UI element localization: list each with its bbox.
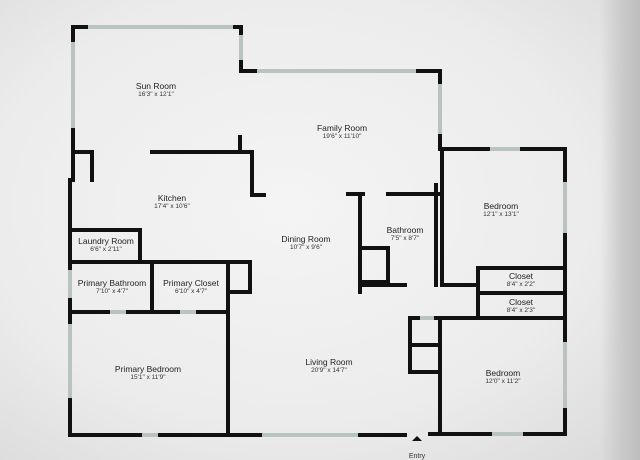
room-label-bathroom: Bathroom 7'5" x 8'7" [387,225,424,243]
room-name: Primary Bedroom [114,364,182,374]
room-label-primary-bathroom: Primary Bathroom 7'10" x 4'7" [78,278,147,296]
room-name: Bedroom [485,368,521,378]
wall-segment [150,150,254,165]
room-name: Bathroom [386,225,424,235]
room-name: Primary Closet [163,278,219,288]
wall-segment [71,150,94,182]
room-dimensions: 15'1" x 11'9" [130,374,166,381]
room-dimensions: 20'9" x 14'7" [311,367,347,374]
wall-segment [438,134,490,151]
entry-label: Entry [408,453,426,460]
wall-segment [230,260,252,294]
wall-segment [233,25,243,35]
room-dimensions: 6'6" x 2'11" [90,246,122,253]
room-name: Kitchen [157,193,187,203]
room-dimensions: 16'3" x 12'1" [138,91,174,98]
room-name: Sun Room [135,81,177,91]
photo-edge-shadow [600,0,640,460]
room-dimensions: 7'5" x 8'7" [390,235,420,242]
wall-segment [68,128,75,232]
room-dimensions: 12'0" x 11'2" [485,378,521,385]
wall-segment [358,246,390,284]
room-label-kitchen: Kitchen 17'4" x 10'6" [154,193,190,211]
room-name: Primary Bathroom [77,278,147,288]
room-name: Bedroom [483,201,519,211]
room-label-bedroom-1: Bedroom 12'1" x 13'1" [483,201,519,219]
room-label-primary-bedroom: Primary Bedroom 15'1" x 11'9" [115,364,181,382]
wall-segment [239,60,257,73]
room-dimensions: 12'1" x 13'1" [483,211,519,218]
room-dimensions: 19'6" x 11'10" [322,133,362,140]
room-dimensions: 8'4" x 2'2" [506,281,536,288]
wall-segment [416,69,442,84]
room-dimensions: 8'4" x 2'3" [506,307,536,314]
wall-segment [523,408,567,436]
wall-segment [520,147,567,182]
room-label-laundry-room: Laundry Room 6'6" x 2'11" [78,236,134,254]
wall-segment [68,398,142,437]
wall-segment [408,316,442,374]
room-dimensions: 10'7" x 9'6" [289,244,323,251]
room-label-family-room: Family Room 19'6" x 11'10" [317,123,367,141]
room-label-living-room: Living Room 20'9" x 14'7" [305,357,352,375]
windows [68,25,567,437]
room-name: Dining Room [281,234,331,244]
room-name: Family Room [316,123,368,133]
room-dimensions: 6'10" x 4'7" [174,288,208,295]
wall-segment [440,147,477,287]
room-label-primary-closet: Primary Closet 6'10" x 4'7" [163,278,219,296]
room-label-closet-1: Closet 8'4" x 2'2" [507,271,535,289]
entry-arrow-icon [412,436,422,441]
room-name: Laundry Room [78,236,134,246]
room-name: Closet [508,271,534,281]
room-label-dining-room: Dining Room 10'7" x 9'6" [281,234,330,252]
room-label-closet-2: Closet 8'4" x 2'3" [507,297,535,315]
walls [68,25,567,437]
room-name: Closet [508,297,534,307]
room-dimensions: 17'4" x 10'6" [154,203,190,210]
room-label-bedroom-2: Bedroom 12'0" x 11'2" [485,368,520,386]
room-name: Living Room [305,357,353,367]
room-label-sun-room: Sun Room 16'3" x 12'1" [136,81,176,99]
room-dimensions: 7'10" x 4'7" [95,288,129,295]
